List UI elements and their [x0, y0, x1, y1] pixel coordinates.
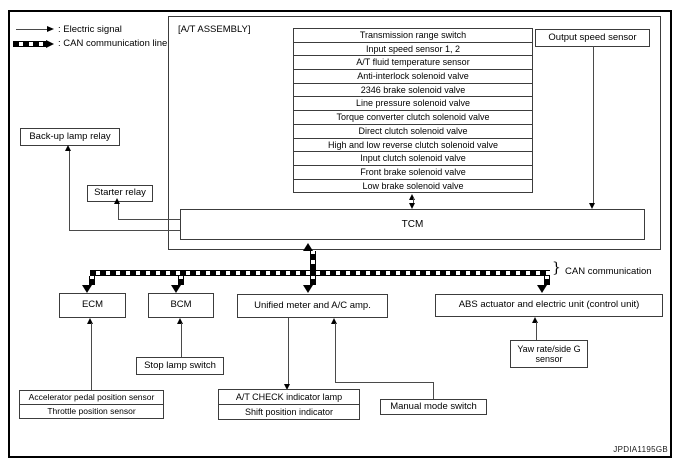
tcm-starter-line: [118, 219, 180, 220]
arrow-up-icon: [331, 318, 337, 324]
legend-electric-line: [16, 29, 47, 30]
accel-ecm-line: [91, 323, 92, 390]
arrow-down-icon: [589, 203, 595, 209]
arrow-up-icon: [87, 318, 93, 324]
tcm-starter-line: [118, 203, 119, 219]
arrow-up-icon: [532, 317, 538, 323]
at-component: Input speed sensor 1, 2: [294, 43, 532, 57]
can-branch-bcm: [178, 276, 184, 285]
at-component: 2346 brake solenoid valve: [294, 84, 532, 98]
manual-mode-line: [335, 382, 434, 383]
tcm-label: TCM: [401, 218, 424, 230]
accelerator-sensor-row: Accelerator pedal position sensor: [20, 391, 163, 405]
diagram-frame: [8, 10, 672, 458]
unified-indicator-line: [288, 318, 289, 384]
can-arrow-down-icon: [303, 285, 313, 293]
ecm-label: ECM: [81, 299, 104, 311]
component-tcm-line: [413, 198, 414, 205]
manual-mode-line: [335, 323, 336, 383]
can-branch-tcm: [310, 251, 316, 270]
indicator-row: A/T CHECK indicator lamp: [219, 390, 359, 405]
can-arrow-down-icon: [171, 285, 181, 293]
ecm-box: ECM: [59, 293, 126, 318]
brace-icon: }: [552, 260, 561, 276]
yaw-sensor-label: Yaw rate/side G sensor: [517, 343, 581, 364]
at-assembly-label: [A/T ASSEMBLY]: [178, 24, 251, 35]
arrow-right-icon: [47, 26, 54, 32]
at-component: Anti-interlock solenoid valve: [294, 70, 532, 84]
output-sensor-signal-line: [593, 46, 594, 203]
at-component: Direct clutch solenoid valve: [294, 125, 532, 139]
output-speed-sensor-box: Output speed sensor: [535, 29, 650, 47]
stop-lamp-switch-box: Stop lamp switch: [136, 357, 224, 375]
can-branch-abs: [544, 276, 550, 285]
backup-lamp-relay-label: Back-up lamp relay: [29, 130, 111, 142]
at-component: A/T fluid temperature sensor: [294, 56, 532, 71]
at-component: High and low reverse clutch solenoid val…: [294, 139, 532, 153]
arrow-down-icon: [409, 203, 415, 209]
starter-relay-label: Starter relay: [94, 187, 146, 199]
can-arrow-up-icon: [303, 243, 313, 251]
can-arrow-down-icon: [537, 285, 547, 293]
tcm-backup-line: [69, 150, 70, 230]
can-bus-line: [90, 270, 550, 276]
can-branch-unified: [310, 276, 316, 285]
yaw-abs-line: [536, 322, 537, 340]
stop-lamp-switch-label: Stop lamp switch: [144, 359, 216, 371]
abs-unit-label: ABS actuator and electric unit (control …: [458, 299, 640, 311]
at-component-list: Transmission range switch Input speed se…: [293, 28, 533, 194]
tcm-box: TCM: [180, 209, 645, 240]
legend-can-label: : CAN communication line: [58, 38, 168, 49]
at-component: Low brake solenoid valve: [362, 180, 464, 191]
arrow-up-icon: [114, 198, 120, 204]
can-branch-ecm: [89, 276, 95, 285]
tcm-backup-line: [69, 230, 180, 231]
indicator-box: A/T CHECK indicator lamp Shift position …: [218, 389, 360, 420]
accelerator-sensor-row: Throttle position sensor: [47, 406, 136, 416]
bcm-box: BCM: [148, 293, 214, 318]
arrow-up-icon: [409, 194, 415, 200]
at-component: Front brake solenoid valve: [294, 166, 532, 180]
manual-mode-switch-box: Manual mode switch: [380, 399, 487, 415]
yaw-sensor-box: Yaw rate/side G sensor: [510, 340, 588, 368]
arrow-down-icon: [284, 384, 290, 390]
at-component: Transmission range switch: [294, 29, 532, 43]
starter-relay-box: Starter relay: [87, 185, 153, 202]
manual-mode-switch-label: Manual mode switch: [390, 400, 477, 412]
at-component: Torque converter clutch solenoid valve: [294, 111, 532, 125]
at-component: Line pressure solenoid valve: [294, 97, 532, 112]
unified-meter-label: Unified meter and A/C amp.: [254, 299, 371, 311]
arrow-right-icon: [46, 40, 54, 48]
arrow-up-icon: [65, 145, 71, 151]
abs-unit-box: ABS actuator and electric unit (control …: [435, 294, 663, 317]
legend-can-line: [13, 41, 46, 47]
legend-electric-label: : Electric signal: [58, 24, 122, 35]
manual-mode-line: [433, 382, 434, 399]
output-speed-sensor-label: Output speed sensor: [548, 31, 637, 43]
accelerator-sensor-box: Accelerator pedal position sensor Thrott…: [19, 390, 164, 419]
figure-code: JPDIA1195GB: [613, 445, 668, 454]
backup-lamp-relay-box: Back-up lamp relay: [20, 128, 120, 146]
bcm-label: BCM: [170, 299, 192, 311]
can-communication-label: CAN communication: [565, 266, 652, 277]
can-arrow-down-icon: [82, 285, 92, 293]
at-component: Input clutch solenoid valve: [294, 152, 532, 166]
stoplamp-bcm-line: [181, 323, 182, 357]
arrow-up-icon: [177, 318, 183, 324]
indicator-row: Shift position indicator: [244, 407, 334, 417]
unified-meter-box: Unified meter and A/C amp.: [237, 294, 388, 318]
